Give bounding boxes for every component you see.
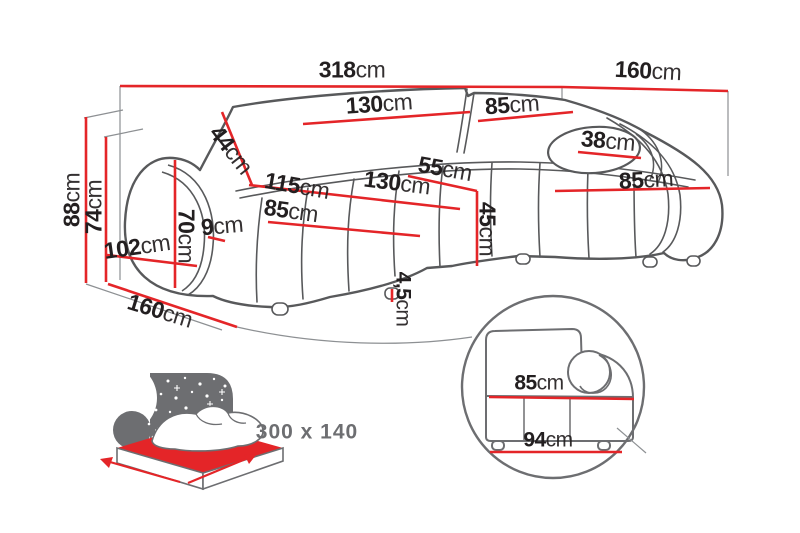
armrest-piping-lines bbox=[161, 164, 215, 296]
blanket-folds bbox=[195, 412, 247, 426]
sofa-seam-lines bbox=[235, 88, 696, 303]
bed-sleeping-function-icon bbox=[85, 362, 284, 491]
sofa-side-view-detail-circle bbox=[460, 294, 647, 480]
blanket bbox=[151, 405, 264, 452]
sofa-feet bbox=[271, 253, 701, 316]
sofa-outline bbox=[123, 86, 724, 309]
size-arrows bbox=[100, 454, 256, 485]
perspective-box-lines bbox=[83, 86, 729, 344]
red-dimension-lines bbox=[84, 84, 729, 329]
sofa-drawing bbox=[123, 86, 724, 316]
bolster-pillow bbox=[546, 125, 663, 186]
